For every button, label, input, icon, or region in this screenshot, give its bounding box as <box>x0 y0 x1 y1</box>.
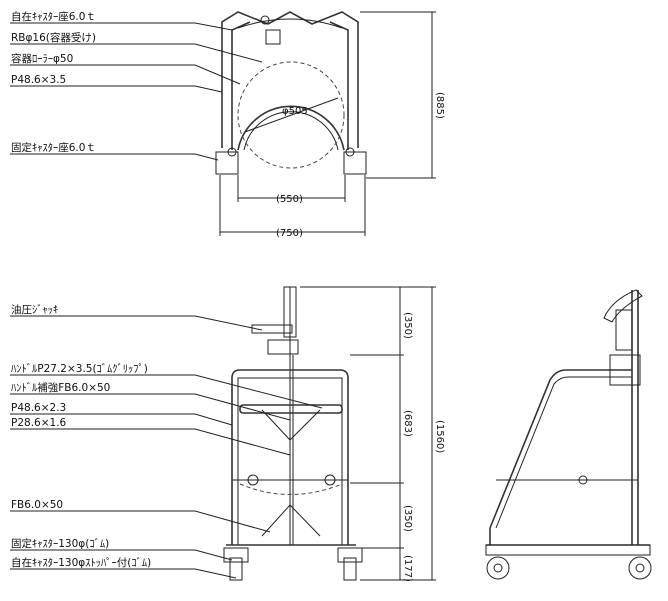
label-rb16: RBφ16(容器受け) <box>11 31 96 44</box>
label-handle-reinforce: ﾊﾝﾄﾞﾙ補強FB6.0×50 <box>11 381 110 394</box>
front-labels: 油圧ｼﾞｬｯｷ ﾊﾝﾄﾞﾙP27.2×3.5(ｺﾞﾑｸﾞﾘｯﾌﾟ) ﾊﾝﾄﾞﾙ補… <box>10 303 323 579</box>
label-roller: 容器ﾛｰﾗｰφ50 <box>11 52 73 65</box>
height-dim: (885) <box>434 92 445 119</box>
diameter-dim: φ505 <box>282 106 308 117</box>
front-view: (350) (683) (350) (177) (1560) 油圧ｼﾞｬｯｷ ﾊ… <box>10 286 445 582</box>
label-hydraulic-jack: 油圧ｼﾞｬｯｷ <box>11 303 58 316</box>
dim-177: (177) <box>402 555 413 582</box>
label-p48-35: P48.6×3.5 <box>11 74 66 86</box>
outer-width-dim: (750) <box>276 228 303 239</box>
label-fb6-50: FB6.0×50 <box>11 499 63 511</box>
top-view: φ505 (885) (550) (750) 自在ｷｬｽﾀｰ座6.0ｔ RBφ1… <box>10 10 445 239</box>
side-view <box>485 289 652 580</box>
top-labels: 自在ｷｬｽﾀｰ座6.0ｔ RBφ16(容器受け) 容器ﾛｰﾗｰφ50 P48.6… <box>10 10 263 161</box>
label-swivel-caster-seat: 自在ｷｬｽﾀｰ座6.0ｔ <box>11 10 96 23</box>
label-p48-23: P48.6×2.3 <box>11 402 66 414</box>
dim-1560: (1560) <box>434 420 445 453</box>
dim-683: (683) <box>402 410 413 437</box>
inner-width-dim: (550) <box>276 194 303 205</box>
label-fixed-caster: 固定ｷｬｽﾀｰ130φ(ｺﾞﾑ) <box>11 537 109 550</box>
label-fixed-caster-seat: 固定ｷｬｽﾀｰ座6.0ｔ <box>11 141 96 154</box>
dim-350-bottom: (350) <box>402 505 413 532</box>
label-p28-16: P28.6×1.6 <box>11 417 67 429</box>
label-swivel-caster: 自在ｷｬｽﾀｰ130φｽﾄｯﾊﾟｰ付(ｺﾞﾑ) <box>11 556 151 569</box>
dim-350-top: (350) <box>402 312 413 339</box>
label-handle-pipe: ﾊﾝﾄﾞﾙP27.2×3.5(ｺﾞﾑｸﾞﾘｯﾌﾟ) <box>11 363 148 375</box>
